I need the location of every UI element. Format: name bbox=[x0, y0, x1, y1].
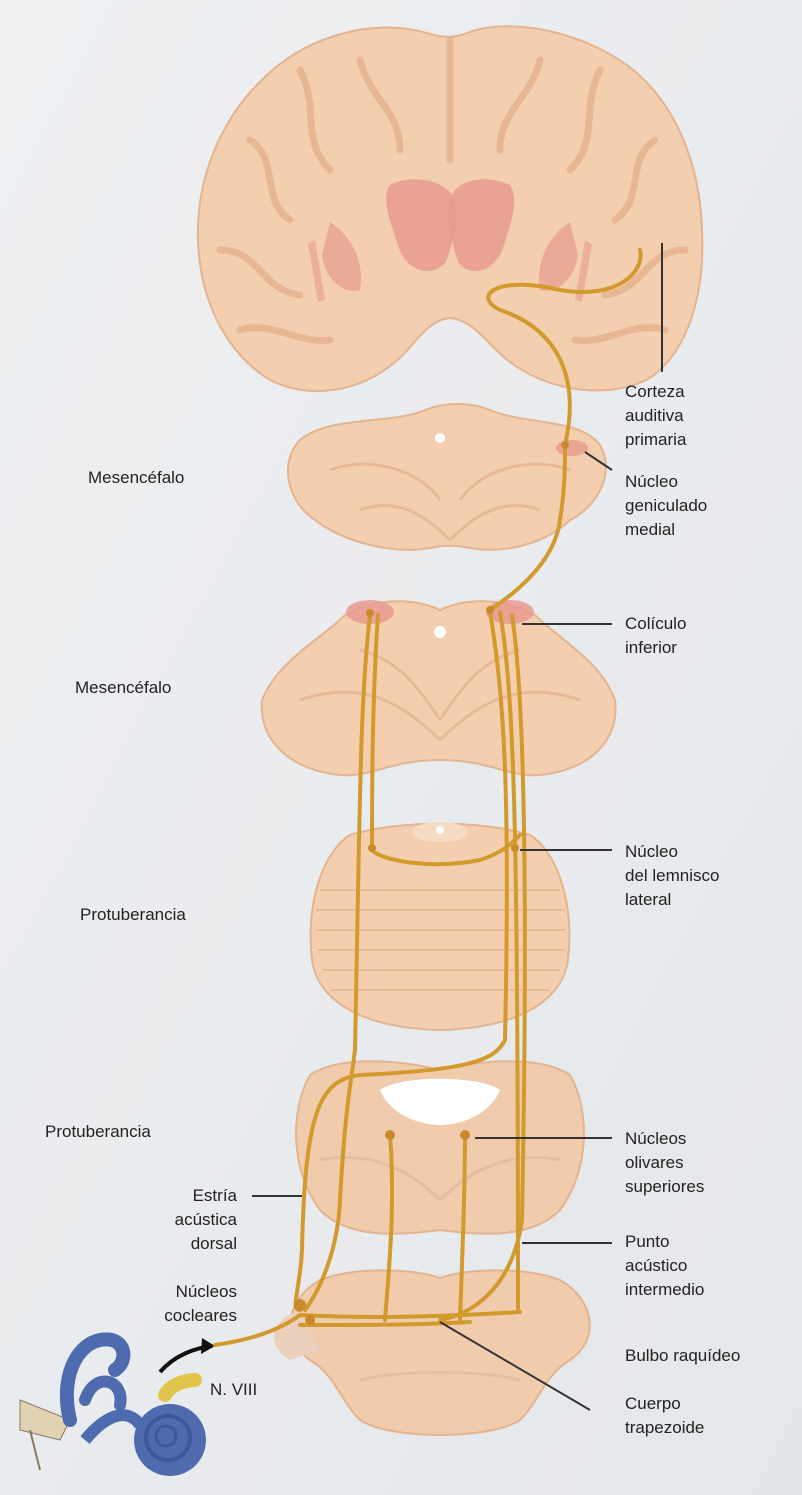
label-nervio: N. VIII bbox=[210, 1378, 257, 1402]
label-bulbo: Bulbo raquídeo bbox=[625, 1344, 740, 1368]
label-protuberancia-upper: Protuberancia bbox=[80, 903, 186, 927]
label-mesencefalo-lower: Mesencéfalo bbox=[75, 676, 171, 700]
upper-pons-section bbox=[311, 822, 570, 1030]
label-mesencefalo-upper: Mesencéfalo bbox=[88, 466, 184, 490]
label-protuberancia-lower: Protuberancia bbox=[45, 1120, 151, 1144]
